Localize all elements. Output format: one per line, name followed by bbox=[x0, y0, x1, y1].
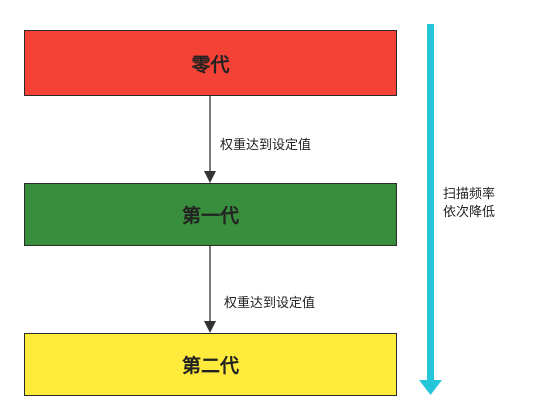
generation-label-first: 第一代 bbox=[181, 205, 239, 227]
side-arrow bbox=[419, 24, 442, 395]
generation-box-zero: 零代 bbox=[24, 30, 397, 96]
connector-arrow-1 bbox=[204, 246, 216, 333]
side-arrow-label-line1: 扫描频率 bbox=[443, 187, 496, 202]
generation-box-first: 第一代 bbox=[24, 183, 397, 246]
edge-label-0: 权重达到设定值 bbox=[220, 138, 312, 153]
generation-label-zero: 零代 bbox=[191, 53, 230, 76]
side-arrow-label: 扫描频率 依次降低 bbox=[443, 186, 503, 222]
edge-label-1: 权重达到设定值 bbox=[224, 296, 316, 311]
generation-label-second: 第二代 bbox=[181, 355, 239, 377]
generation-box-second: 第二代 bbox=[24, 333, 397, 396]
side-arrow-label-line2: 依次降低 bbox=[443, 205, 496, 220]
connector-arrow-0 bbox=[204, 96, 216, 183]
